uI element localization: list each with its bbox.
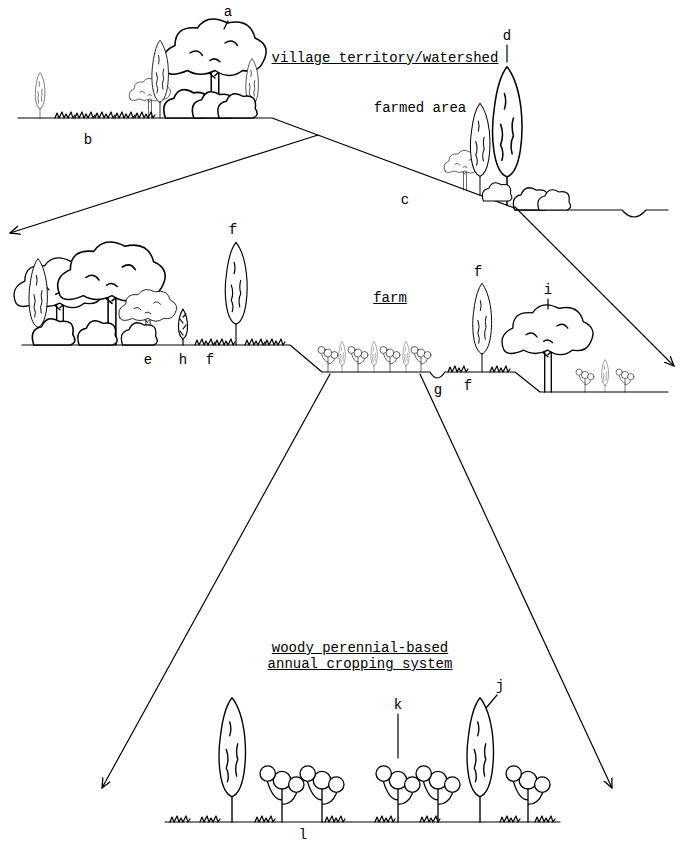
panel-heading: village territory/watershed (272, 50, 499, 66)
shrub (32, 319, 75, 345)
tree (219, 698, 245, 822)
leader-line (547, 299, 548, 309)
crop (416, 766, 460, 822)
grass (115, 112, 135, 118)
callout-letter: e (144, 352, 152, 368)
crop (411, 347, 431, 373)
crop (376, 766, 420, 822)
tree (35, 73, 45, 118)
grass (215, 339, 235, 345)
forest-tree (119, 290, 177, 345)
leader-line (486, 695, 497, 708)
callout-letter: d (503, 28, 511, 44)
area-label: farmed area (374, 100, 466, 116)
tree (470, 103, 490, 195)
boundary-tree (473, 283, 492, 372)
farm-panel (14, 242, 668, 788)
callout-letter: k (394, 697, 402, 713)
callout-letter: f (206, 352, 214, 368)
panel-heading: woody perennial-based annual cropping sy… (262, 640, 458, 672)
grass (170, 816, 190, 822)
leader-line (224, 21, 228, 29)
grass (245, 339, 265, 345)
grass (200, 816, 220, 822)
shrub (121, 323, 157, 345)
callout-letter: g (434, 382, 442, 398)
shrub (538, 190, 571, 210)
grass (325, 816, 345, 822)
callout-letter: h (179, 352, 187, 368)
callout-letter: j (496, 678, 504, 694)
grass (490, 366, 510, 372)
tree (371, 342, 377, 372)
crop (260, 766, 304, 822)
grass (95, 112, 115, 118)
grass (420, 816, 440, 822)
leader-line (397, 714, 398, 758)
tree (339, 342, 345, 372)
tree (403, 342, 409, 372)
ground-line (18, 118, 668, 217)
crop (348, 347, 368, 373)
boundary-tree (225, 242, 247, 345)
cropping-panel (165, 695, 560, 822)
tree (502, 305, 593, 392)
grass (448, 366, 468, 372)
grass (255, 816, 275, 822)
grass (375, 816, 395, 822)
shrub (78, 321, 117, 345)
callout-letter: b (84, 132, 92, 148)
panel-heading: farm (373, 290, 407, 306)
grass (55, 112, 75, 118)
grass (75, 112, 95, 118)
zoom-line (10, 135, 318, 233)
callout-letter: c (401, 192, 409, 208)
grass (500, 816, 520, 822)
zoom-line (102, 374, 330, 788)
grass (265, 339, 285, 345)
crop (616, 369, 634, 392)
callout-letter: f (464, 378, 472, 394)
shrub (482, 183, 511, 201)
crop (506, 766, 550, 822)
tree (602, 360, 609, 392)
callout-letter: a (224, 4, 232, 20)
callout-letter: f (229, 222, 237, 238)
grass (195, 339, 215, 345)
crop (318, 347, 338, 373)
callout-letter: f (474, 264, 482, 280)
conifer (179, 309, 188, 345)
grass (535, 816, 555, 822)
crop (380, 347, 400, 373)
crop (576, 369, 594, 392)
callout-letter: l (299, 827, 307, 843)
grass (135, 112, 155, 118)
shrub (218, 94, 257, 118)
callout-letter: i (544, 282, 552, 298)
tree (467, 698, 493, 822)
crop (300, 766, 344, 822)
zoom-line (420, 374, 612, 788)
leader-line (506, 45, 507, 62)
forest-canopy (163, 19, 266, 118)
